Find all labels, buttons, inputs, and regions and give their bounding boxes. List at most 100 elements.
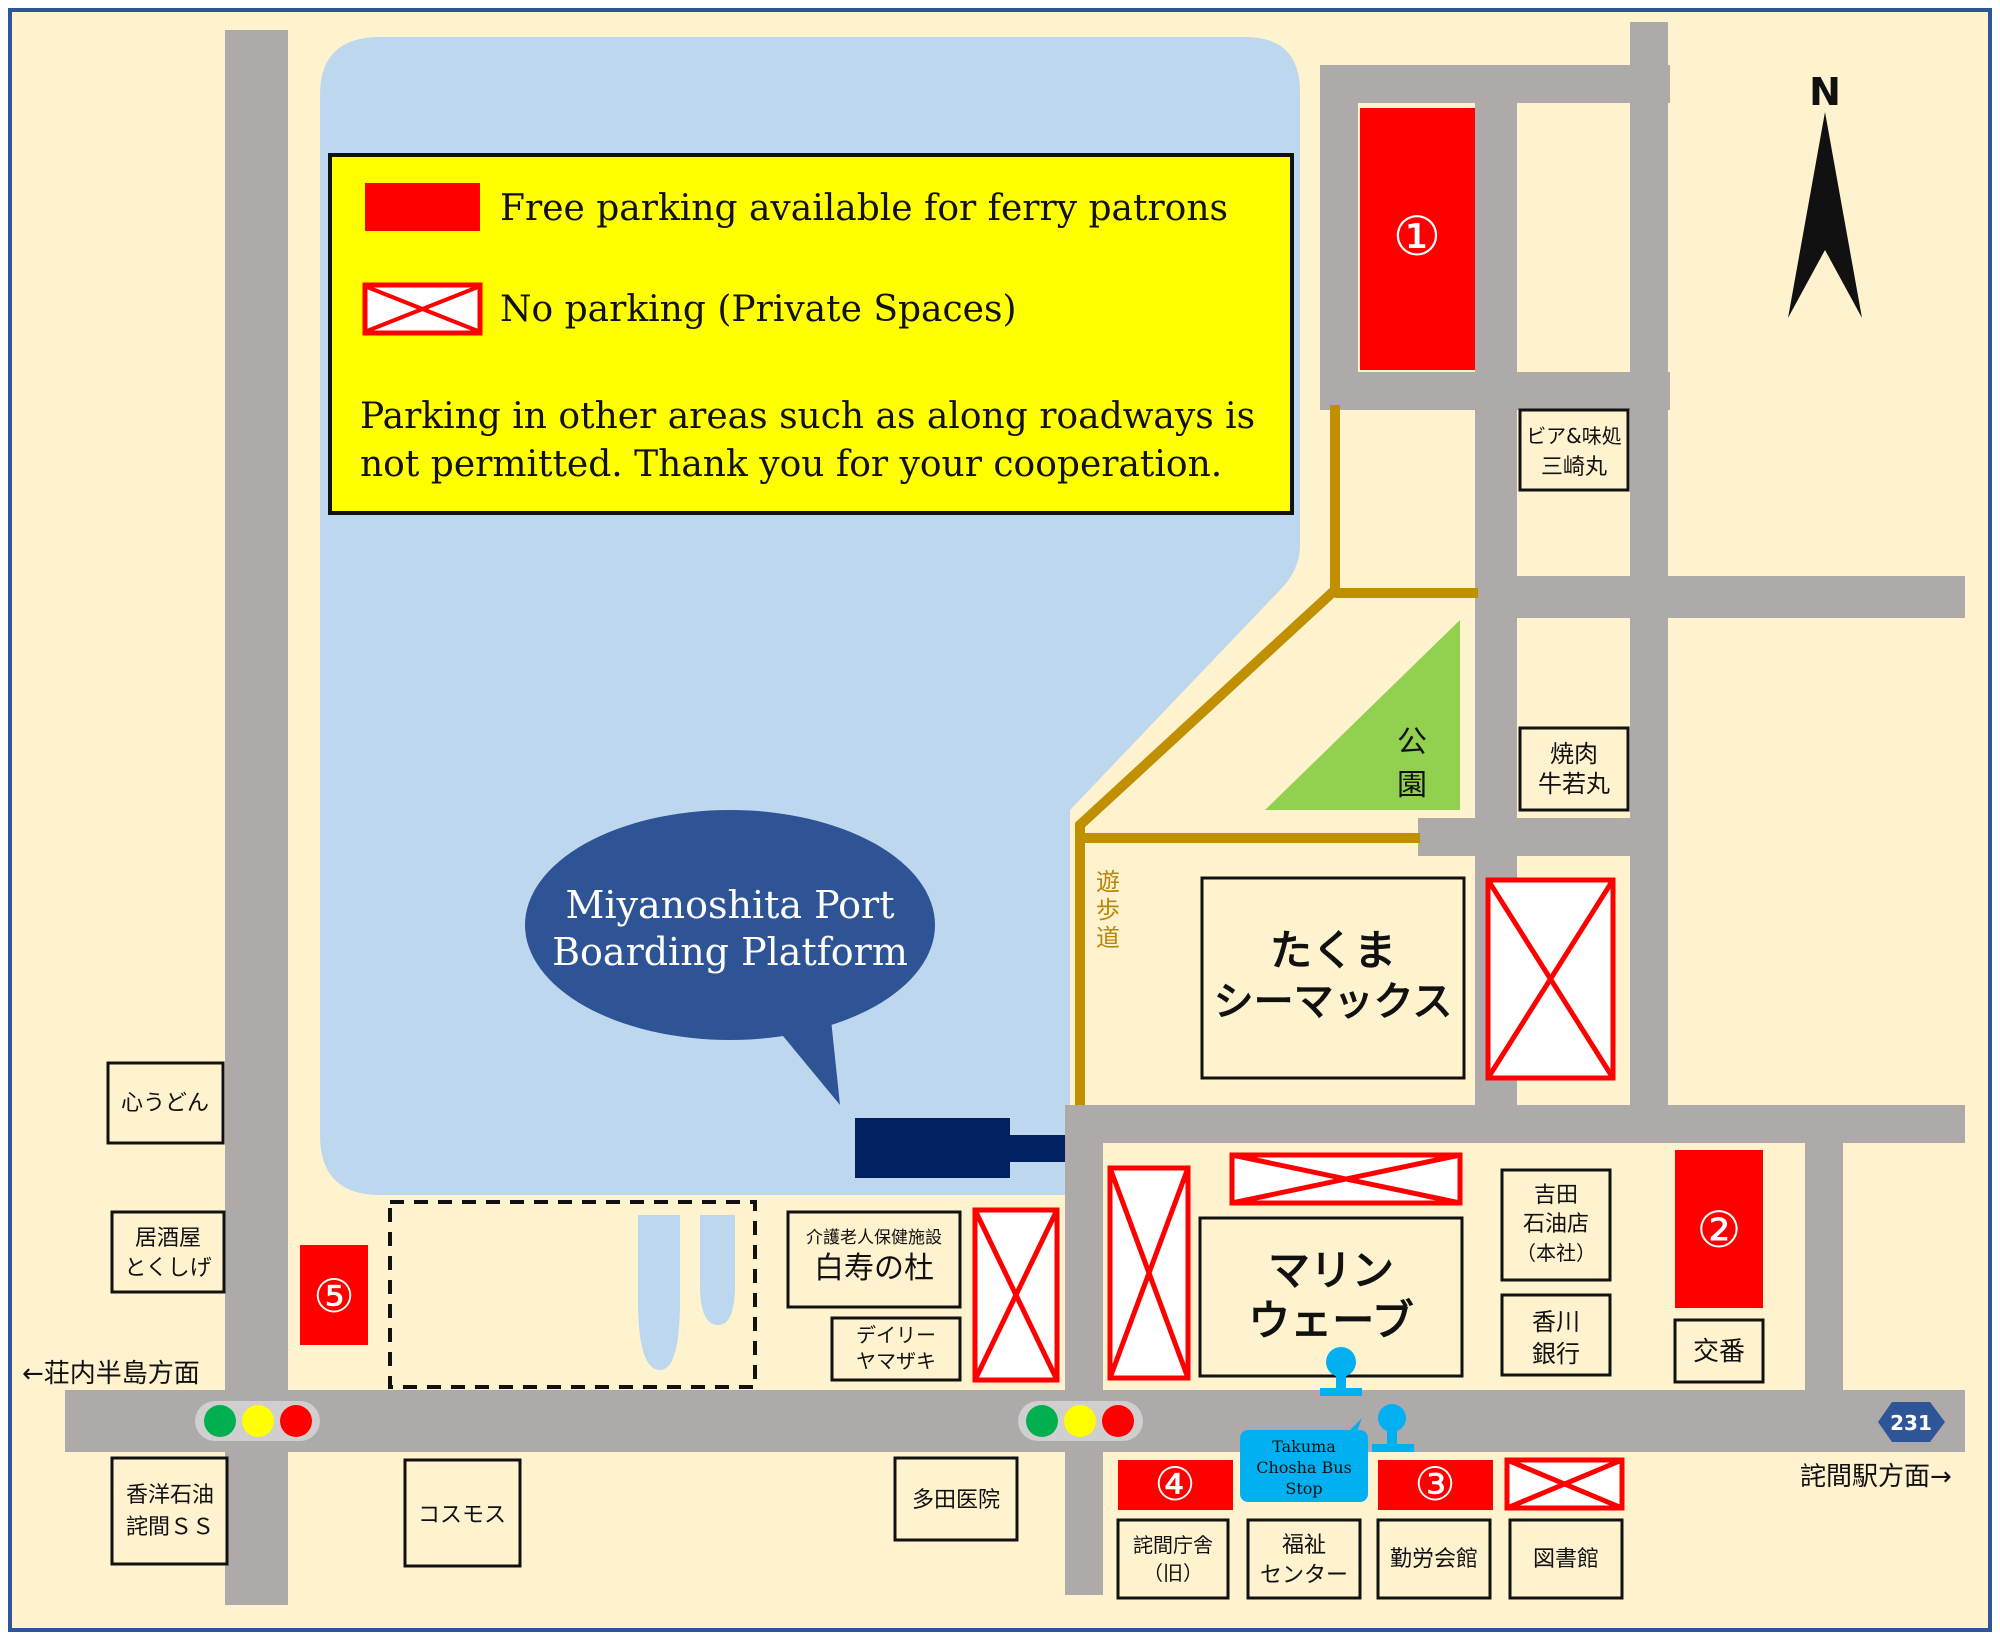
free-lot-4: ④ bbox=[1118, 1457, 1233, 1511]
platform-label-2: Boarding Platform bbox=[552, 930, 908, 974]
svg-text:Stop: Stop bbox=[1285, 1479, 1322, 1498]
building-kinro-hall: 勤労会館 bbox=[1376, 1518, 1492, 1600]
building-koban: 交番 bbox=[1673, 1318, 1765, 1384]
no-parking-4 bbox=[972, 1207, 1060, 1383]
direction-west: ←荘内半島方面 bbox=[22, 1359, 200, 1389]
building-old-chosha: 詫間庁舎 （旧） bbox=[1116, 1518, 1230, 1600]
svg-text:ウェーブ: ウェーブ bbox=[1248, 1296, 1413, 1345]
svg-text:介護老人保健施設: 介護老人保健施設 bbox=[806, 1228, 942, 1248]
svg-text:多田医院: 多田医院 bbox=[912, 1488, 1000, 1513]
svg-text:勤労会館: 勤労会館 bbox=[1390, 1547, 1478, 1572]
park-label-2: 園 bbox=[1397, 768, 1427, 803]
svg-text:吉田: 吉田 bbox=[1534, 1183, 1578, 1208]
platform-callout: Miyanoshita Port Boarding Platform bbox=[525, 810, 935, 1105]
svg-text:②: ② bbox=[1697, 1201, 1742, 1259]
legend-no-parking-text: No parking (Private Spaces) bbox=[500, 289, 1017, 330]
no-parking-3 bbox=[1107, 1165, 1191, 1381]
bus-stop-icon bbox=[1320, 1347, 1414, 1452]
svg-text:とくしげ: とくしげ bbox=[124, 1256, 211, 1281]
svg-text:マリン: マリン bbox=[1268, 1246, 1394, 1295]
building-daily-yamazaki: デイリー ヤマザキ bbox=[830, 1316, 962, 1382]
svg-text:デイリー: デイリー bbox=[856, 1323, 936, 1347]
building-kouyou-oil: 香洋石油 詫間ＳＳ bbox=[110, 1456, 229, 1566]
route-231-shield: 231 bbox=[1878, 1402, 1945, 1442]
traffic-light-west bbox=[195, 1401, 320, 1441]
svg-text:図書館: 図書館 bbox=[1533, 1547, 1599, 1572]
legend-free-text: Free parking available for ferry patrons bbox=[500, 188, 1228, 229]
free-lot-2: ② bbox=[1675, 1150, 1763, 1308]
legend-free-swatch bbox=[365, 183, 480, 231]
svg-text:③: ③ bbox=[1414, 1457, 1455, 1511]
svg-text:石油店: 石油店 bbox=[1523, 1212, 1589, 1237]
svg-text:詫間庁舎: 詫間庁舎 bbox=[1133, 1533, 1213, 1557]
building-kaigo: 介護老人保健施設 白寿の杜 bbox=[786, 1210, 962, 1309]
free-lot-5: ⑤ bbox=[300, 1245, 368, 1345]
water-inlet bbox=[638, 1215, 680, 1370]
park-label-1: 公 bbox=[1397, 725, 1427, 760]
svg-text:センター: センター bbox=[1260, 1563, 1348, 1588]
svg-text:（本社）: （本社） bbox=[1516, 1241, 1596, 1265]
svg-text:Takuma: Takuma bbox=[1272, 1437, 1336, 1456]
no-parking-areas bbox=[972, 877, 1625, 1511]
building-library: 図書館 bbox=[1508, 1518, 1624, 1600]
building-tada-clinic: 多田医院 bbox=[893, 1456, 1019, 1542]
free-lot-1: ① bbox=[1360, 108, 1475, 370]
building-beer: ビア&味処 三崎丸 bbox=[1518, 408, 1630, 492]
legend-no-parking-swatch bbox=[362, 282, 483, 336]
svg-text:三崎丸: 三崎丸 bbox=[1541, 455, 1607, 480]
svg-text:香川: 香川 bbox=[1532, 1308, 1580, 1336]
svg-text:遊: 遊 bbox=[1096, 868, 1120, 896]
svg-text:シーマックス: シーマックス bbox=[1214, 979, 1453, 1025]
building-takuma-seamax: たくま シーマックス bbox=[1200, 876, 1466, 1080]
traffic-light-east bbox=[1018, 1401, 1143, 1441]
direction-east: 詫間駅方面→ bbox=[1800, 1462, 1952, 1492]
svg-text:⑤: ⑤ bbox=[313, 1269, 354, 1323]
svg-text:詫間ＳＳ: 詫間ＳＳ bbox=[126, 1515, 214, 1540]
svg-text:銀行: 銀行 bbox=[1532, 1340, 1580, 1368]
park-area bbox=[1265, 620, 1460, 810]
building-kagawa-bank: 香川 銀行 bbox=[1500, 1293, 1612, 1377]
svg-text:牛若丸: 牛若丸 bbox=[1538, 770, 1610, 798]
svg-text:道: 道 bbox=[1096, 924, 1120, 952]
svg-text:（旧）: （旧） bbox=[1143, 1561, 1203, 1585]
building-udon: 心うどん bbox=[106, 1061, 225, 1145]
water-inlet-2 bbox=[700, 1215, 735, 1325]
svg-text:231: 231 bbox=[1890, 1411, 1932, 1435]
svg-text:コスモス: コスモス bbox=[418, 1503, 506, 1528]
building-yoshida-oil: 吉田 石油店 （本社） bbox=[1500, 1168, 1612, 1282]
svg-text:④: ④ bbox=[1154, 1457, 1195, 1511]
svg-text:白寿の杜: 白寿の杜 bbox=[814, 1251, 934, 1286]
svg-text:香洋石油: 香洋石油 bbox=[126, 1483, 214, 1508]
bus-stop-callout: Takuma Chosha Bus Stop bbox=[1240, 1418, 1368, 1502]
svg-text:①: ① bbox=[1393, 205, 1441, 268]
svg-text:たくま: たくま bbox=[1270, 926, 1396, 975]
building-marine-wave: マリン ウェーブ bbox=[1198, 1216, 1464, 1378]
dashed-area bbox=[388, 1200, 757, 1389]
building-welfare-center: 福祉 センター bbox=[1246, 1518, 1362, 1600]
svg-text:Chosha Bus: Chosha Bus bbox=[1256, 1458, 1352, 1477]
legend-note-2: not permitted. Thank you for your cooper… bbox=[360, 444, 1222, 485]
free-lot-3: ③ bbox=[1378, 1457, 1493, 1511]
svg-text:N: N bbox=[1809, 70, 1841, 114]
roads bbox=[65, 22, 1965, 1605]
platform-label-1: Miyanoshita Port bbox=[565, 883, 894, 927]
svg-text:心うどん: 心うどん bbox=[121, 1091, 209, 1116]
building-yakiniku: 焼肉 牛若丸 bbox=[1518, 726, 1630, 812]
svg-text:福祉: 福祉 bbox=[1282, 1533, 1326, 1558]
svg-text:交番: 交番 bbox=[1693, 1337, 1745, 1367]
svg-text:居酒屋: 居酒屋 bbox=[135, 1226, 201, 1251]
north-arrow-icon: N bbox=[1788, 70, 1862, 318]
building-cosmos: コスモス bbox=[403, 1458, 522, 1568]
building-izakaya: 居酒屋 とくしげ bbox=[110, 1210, 226, 1294]
no-parking-1 bbox=[1485, 877, 1616, 1081]
svg-text:ビア&味処: ビア&味処 bbox=[1526, 424, 1622, 448]
pier bbox=[855, 1118, 1065, 1178]
svg-text:焼肉: 焼肉 bbox=[1550, 740, 1598, 768]
no-parking-5 bbox=[1504, 1457, 1625, 1511]
svg-text:ヤマザキ: ヤマザキ bbox=[856, 1349, 936, 1373]
legend-note-1: Parking in other areas such as along roa… bbox=[360, 396, 1255, 437]
no-parking-2 bbox=[1229, 1152, 1463, 1206]
svg-text:歩: 歩 bbox=[1096, 896, 1120, 924]
promenade-path bbox=[1075, 405, 1478, 1105]
